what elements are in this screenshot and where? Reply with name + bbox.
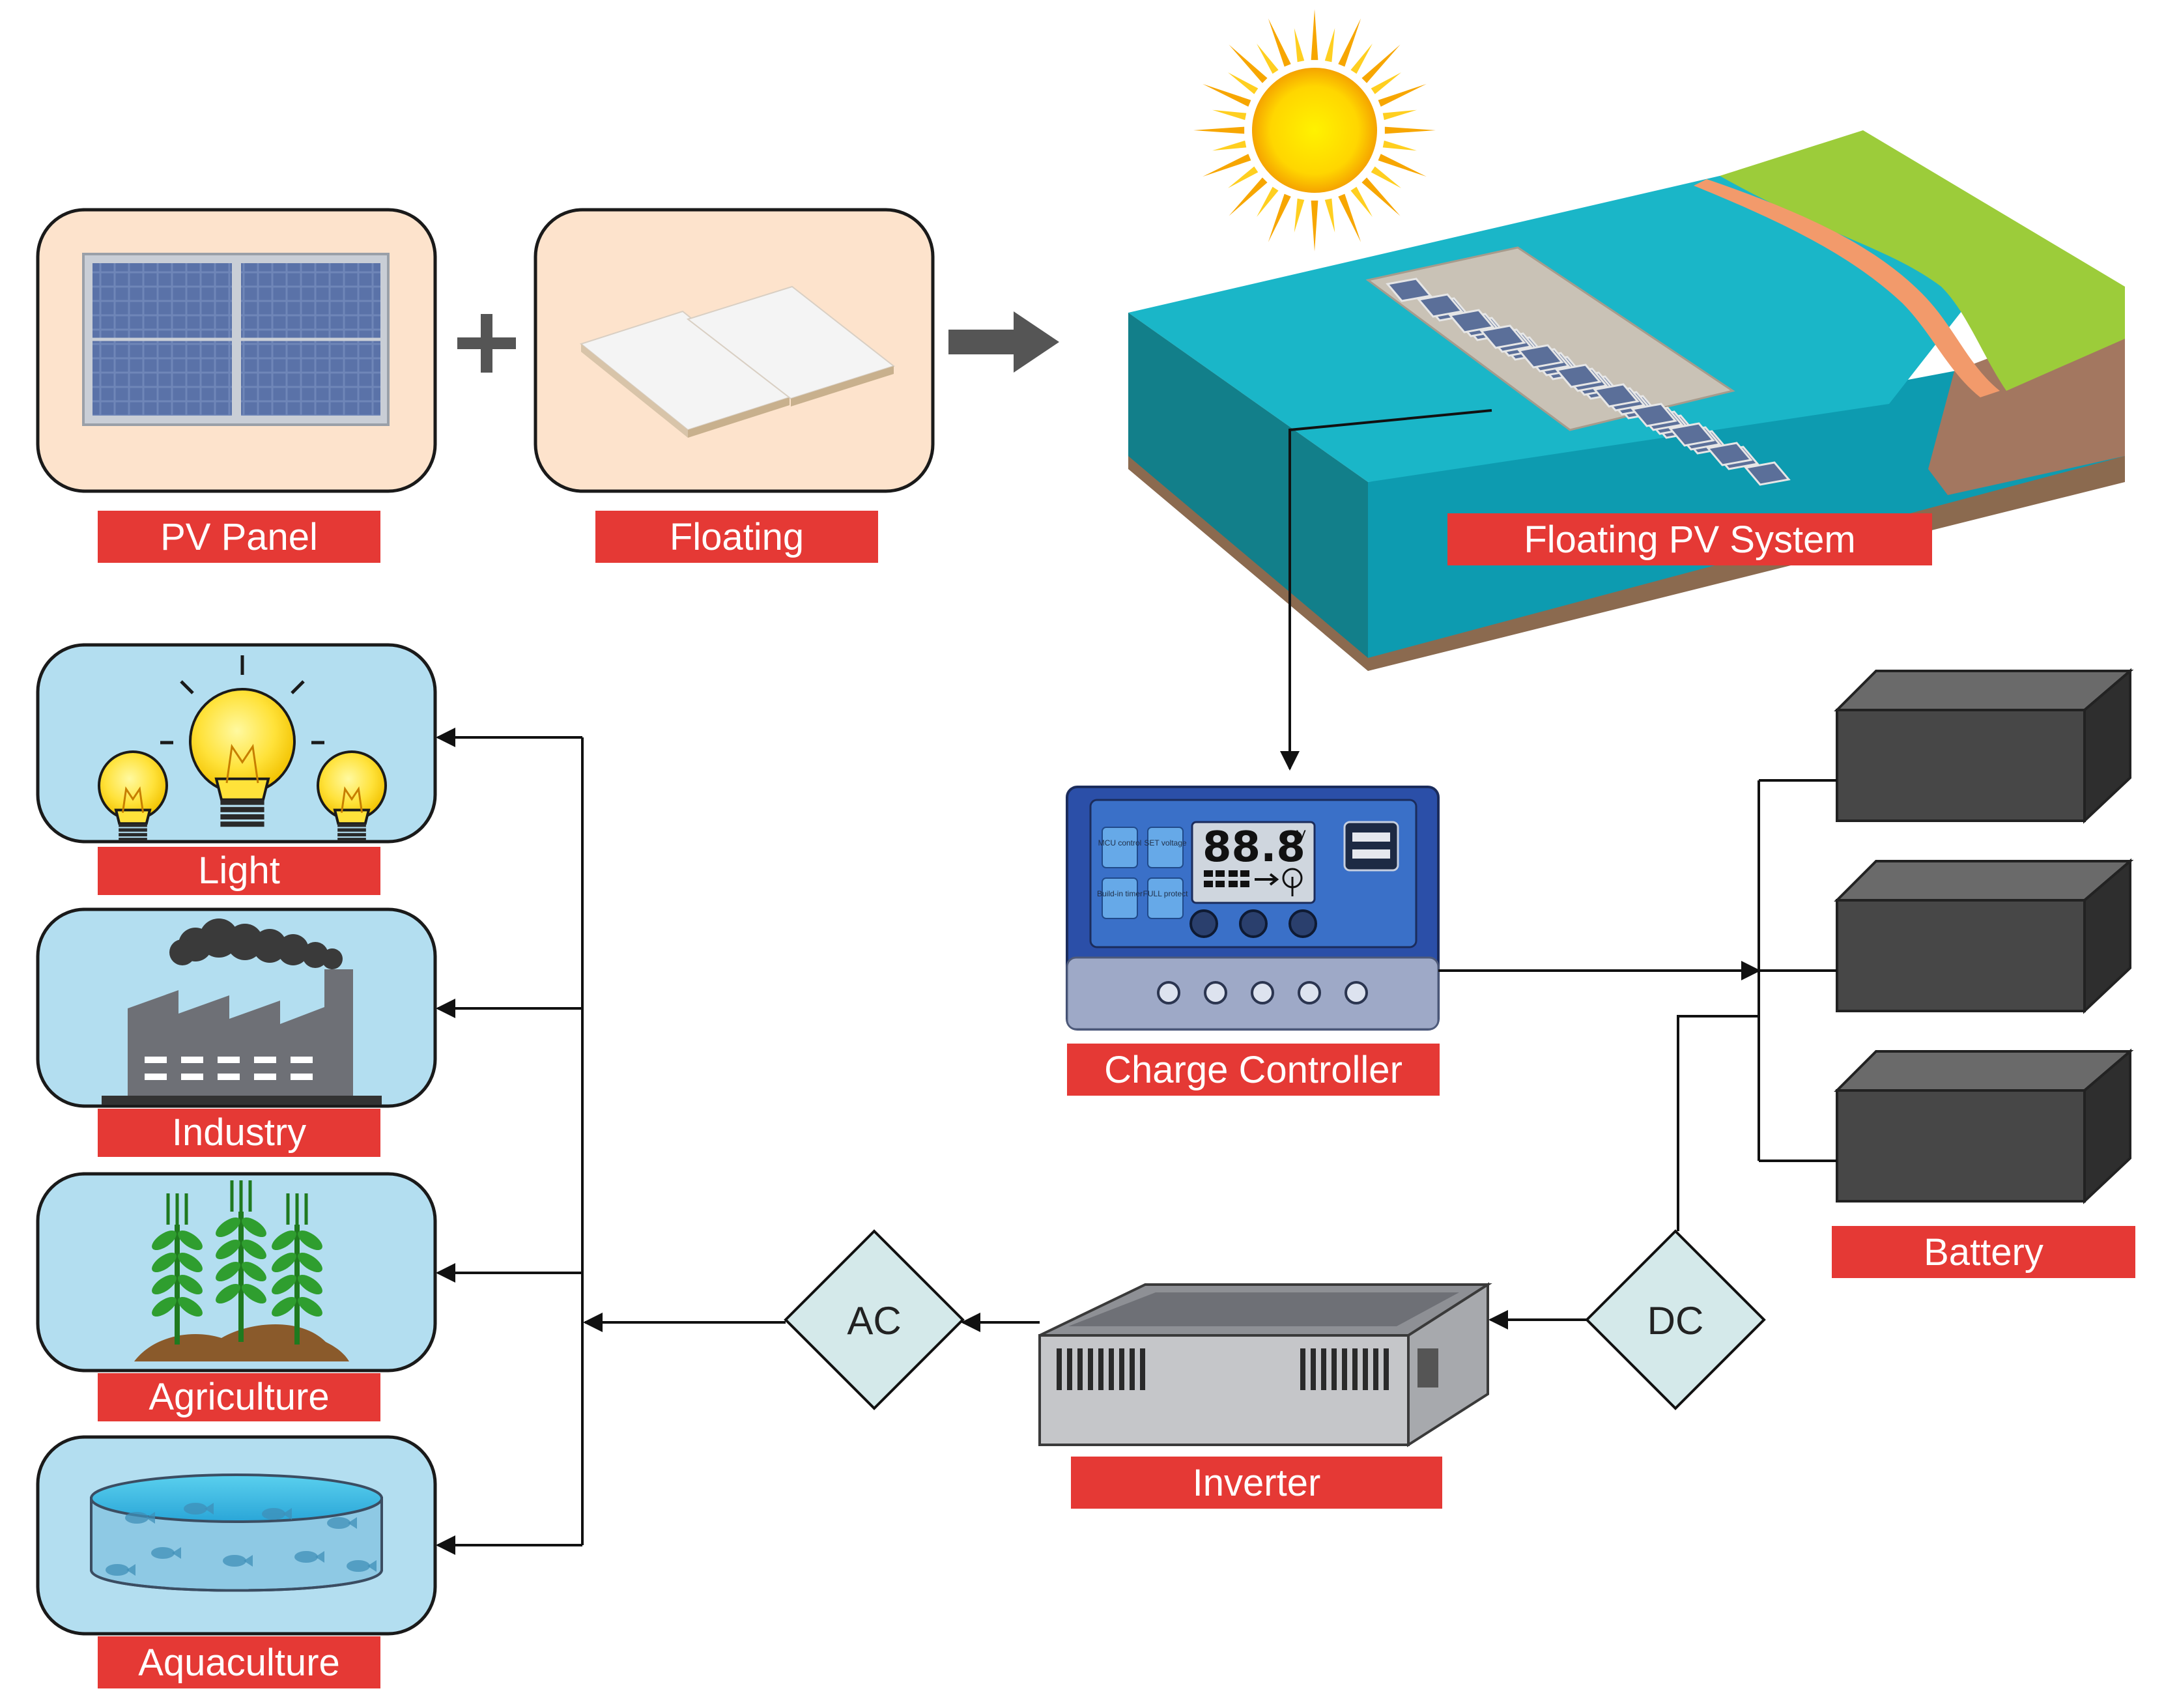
floating-label: Floating bbox=[670, 516, 804, 558]
industry-label: Industry bbox=[172, 1111, 306, 1154]
agriculture-card bbox=[36, 1172, 437, 1373]
btn-protect-label: FULL protect bbox=[1143, 889, 1189, 898]
floating-platform-icon bbox=[579, 285, 896, 438]
fish-pond-icon bbox=[90, 1473, 383, 1592]
floating-pv-system-scene bbox=[1128, 130, 2125, 771]
pv-panel-card bbox=[36, 208, 437, 493]
usb-port-icon bbox=[1343, 821, 1399, 872]
inverter-device bbox=[1038, 1282, 1492, 1447]
dc-node-label: DC bbox=[1647, 1299, 1704, 1343]
battery-stack bbox=[1834, 668, 2134, 1204]
aquaculture-card bbox=[36, 1435, 437, 1636]
controller-terminals bbox=[1157, 981, 1368, 1004]
ac-node-label: AC bbox=[847, 1299, 901, 1343]
floating-card bbox=[534, 208, 935, 493]
crop-icon bbox=[134, 1180, 349, 1361]
lcd-value: 88.8 bbox=[1203, 823, 1305, 872]
ac-node: AC bbox=[784, 1229, 965, 1410]
light-bulb-icon bbox=[98, 655, 387, 842]
aquaculture-label: Aquaculture bbox=[138, 1642, 340, 1684]
btn-set-label: SET voltage bbox=[1144, 838, 1186, 847]
industry-card bbox=[36, 907, 437, 1108]
battery-wiring bbox=[1438, 779, 1837, 1231]
light-label: Light bbox=[198, 849, 280, 892]
charge-controller-device: MCU control SET voltage Build-in timer F… bbox=[1066, 786, 1440, 1031]
controller-buttons: MCU control SET voltage Build-in timer F… bbox=[1097, 827, 1189, 919]
btn-timer-label: Build-in timer bbox=[1097, 889, 1143, 898]
lcd-unit: V bbox=[1296, 827, 1306, 844]
pv-panel-label: PV Panel bbox=[160, 516, 318, 558]
factory-icon bbox=[102, 918, 382, 1105]
pv-panel-icon bbox=[82, 253, 390, 426]
controller-lcd: 88.8 V bbox=[1191, 821, 1316, 904]
btn-mcu-label: MCU control bbox=[1098, 838, 1142, 847]
distribution-bus bbox=[436, 728, 786, 1555]
charge-controller-label: Charge Controller bbox=[1104, 1049, 1402, 1091]
battery-label: Battery bbox=[1924, 1231, 2043, 1274]
floating-panel-array bbox=[1365, 246, 1791, 486]
inverter-label: Inverter bbox=[1193, 1462, 1321, 1504]
plus-icon bbox=[457, 314, 516, 373]
combine-arrow-icon bbox=[948, 311, 1059, 373]
floating-pv-system-label: Floating PV System bbox=[1524, 519, 1855, 561]
controller-knobs bbox=[1189, 909, 1317, 938]
dc-node: DC bbox=[1585, 1229, 1766, 1410]
light-card bbox=[36, 643, 437, 844]
sun-icon bbox=[1193, 9, 1436, 251]
agriculture-label: Agriculture bbox=[149, 1376, 329, 1418]
